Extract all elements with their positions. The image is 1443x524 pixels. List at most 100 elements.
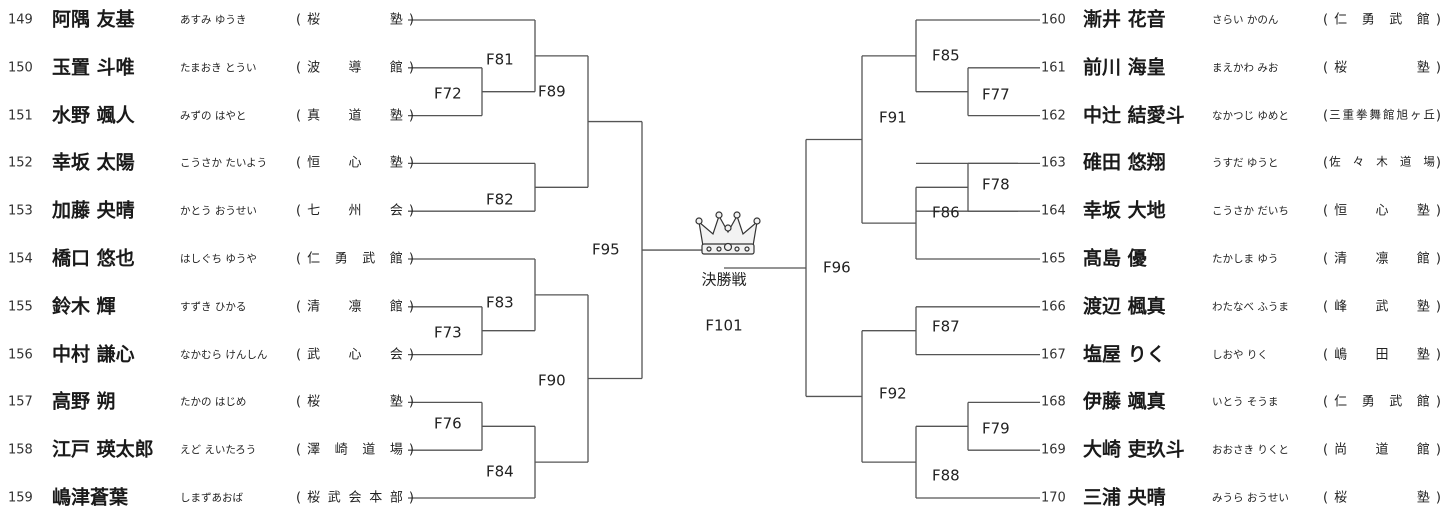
match-label: F83 bbox=[486, 293, 514, 312]
paren-close: ) bbox=[408, 203, 414, 219]
paren-open: ( bbox=[296, 299, 302, 315]
entry-number: 151 bbox=[8, 108, 33, 124]
entry-number: 153 bbox=[8, 203, 33, 219]
player-name: 伊藤 颯真 bbox=[1083, 390, 1166, 413]
club-name: (嶋 田 塾) bbox=[1323, 348, 1441, 361]
player-name: 中辻 結愛斗 bbox=[1083, 104, 1185, 127]
paren-open: ( bbox=[1323, 203, 1329, 219]
paren-open: ( bbox=[1323, 442, 1329, 458]
entry-number: 169 bbox=[1041, 442, 1066, 458]
player-kana: こうさか だいち bbox=[1212, 204, 1289, 217]
club-name: (仁 勇 武 館) bbox=[1323, 396, 1441, 409]
entry-number: 163 bbox=[1041, 155, 1066, 171]
paren-close: ) bbox=[408, 155, 414, 171]
paren-open: ( bbox=[296, 60, 302, 76]
paren-close: ) bbox=[1435, 60, 1441, 76]
match-label: F86 bbox=[932, 203, 960, 222]
club-text: 波 導 館 bbox=[307, 60, 403, 76]
player-kana: たまおき とうい bbox=[180, 61, 257, 74]
match-label: F79 bbox=[982, 419, 1010, 438]
match-label: F89 bbox=[538, 82, 566, 101]
club-name: (桜 塾) bbox=[1323, 492, 1441, 505]
player-name: 鈴木 輝 bbox=[52, 295, 116, 318]
player-kana: まえかわ みお bbox=[1212, 61, 1279, 74]
paren-close: ) bbox=[1435, 394, 1441, 410]
player-name: 髙島 優 bbox=[1083, 247, 1147, 270]
player-name: 前川 海皇 bbox=[1083, 56, 1166, 79]
club-text: 尚 道 館 bbox=[1334, 442, 1430, 458]
club-text: 佐 々 木 道 場 bbox=[1329, 154, 1435, 169]
player-name: 三浦 央晴 bbox=[1083, 486, 1166, 509]
match-label: F96 bbox=[823, 258, 851, 277]
player-name: 加藤 央晴 bbox=[52, 199, 135, 222]
paren-open: ( bbox=[296, 108, 302, 124]
player-name: 渡辺 楓真 bbox=[1083, 295, 1166, 318]
entry-number: 149 bbox=[8, 12, 33, 28]
entry-number: 164 bbox=[1041, 203, 1066, 219]
club-name: (三重拳舞館旭ヶ丘) bbox=[1323, 108, 1441, 124]
paren-open: ( bbox=[1323, 490, 1329, 506]
paren-close: ) bbox=[1435, 203, 1441, 219]
entry-number: 165 bbox=[1041, 251, 1066, 267]
paren-close: ) bbox=[408, 108, 414, 124]
match-label: F91 bbox=[879, 108, 907, 126]
paren-close: ) bbox=[408, 60, 414, 76]
paren-close: ) bbox=[1435, 442, 1441, 458]
paren-open: ( bbox=[1323, 299, 1329, 315]
club-name: ( 波 導 館) bbox=[296, 61, 414, 74]
match-label: F76 bbox=[434, 414, 462, 433]
paren-open: ( bbox=[296, 12, 302, 28]
club-name: (仁 勇 武 館) bbox=[1323, 14, 1441, 27]
paren-open: ( bbox=[1323, 155, 1329, 171]
entry-number: 155 bbox=[8, 299, 33, 315]
paren-close: ) bbox=[408, 347, 414, 363]
player-name: 阿隅 友基 bbox=[52, 8, 135, 31]
entry-number: 167 bbox=[1041, 347, 1066, 363]
club-name: (峰 武 塾) bbox=[1323, 300, 1441, 313]
club-text: 恒 心 塾 bbox=[307, 155, 403, 171]
paren-open: ( bbox=[1323, 60, 1329, 76]
club-name: (佐 々 木 道 場) bbox=[1323, 154, 1441, 171]
player-kana: わたなべ ふうま bbox=[1212, 300, 1289, 313]
club-text: 武 心 会 bbox=[307, 347, 403, 363]
club-text: 仁 勇 武 館 bbox=[1334, 394, 1430, 410]
paren-open: ( bbox=[296, 347, 302, 363]
player-kana: しおや りく bbox=[1212, 348, 1268, 361]
entry-number: 162 bbox=[1041, 108, 1066, 124]
club-text: 仁 勇 武 館 bbox=[1334, 12, 1430, 28]
player-kana: えど えいたろう bbox=[180, 443, 257, 456]
club-name: (澤 崎 道 場) bbox=[296, 444, 414, 457]
player-kana: しまずあおば bbox=[180, 491, 243, 504]
crown-icon bbox=[695, 211, 761, 255]
paren-open: ( bbox=[296, 394, 302, 410]
match-label: F90 bbox=[538, 371, 566, 389]
paren-open: ( bbox=[1323, 347, 1329, 363]
paren-open: ( bbox=[296, 490, 302, 506]
club-name: (恒 心 塾) bbox=[296, 157, 414, 170]
club-name: (清 凛 館) bbox=[296, 300, 414, 313]
paren-close: ) bbox=[408, 394, 414, 410]
match-label: F81 bbox=[486, 50, 514, 69]
player-kana: おおさき りくと bbox=[1212, 443, 1289, 456]
club-name: (恒 心 塾) bbox=[1323, 205, 1441, 218]
player-name: 水野 颯人 bbox=[52, 104, 135, 127]
player-name: 幸坂 太陽 bbox=[52, 151, 135, 174]
entry-number: 157 bbox=[8, 394, 33, 410]
player-kana: はしぐち ゆうや bbox=[180, 252, 257, 265]
player-name: 江戸 瑛太郎 bbox=[52, 438, 154, 461]
club-text: 澤 崎 道 場 bbox=[307, 442, 403, 458]
player-name: 嶋津蒼葉 bbox=[52, 486, 129, 509]
match-label: F77 bbox=[982, 85, 1010, 104]
match-label: F87 bbox=[932, 317, 960, 336]
club-text: 桜武会本部 bbox=[307, 490, 403, 506]
club-text: 清 凛 館 bbox=[1334, 251, 1430, 267]
paren-open: ( bbox=[296, 203, 302, 219]
paren-close: ) bbox=[1435, 108, 1441, 124]
player-name: 塩屋 りく bbox=[1083, 343, 1166, 366]
player-name: 中村 謙心 bbox=[52, 343, 135, 366]
club-name: ( 尚 道 館) bbox=[1323, 444, 1441, 457]
player-name: 碓田 悠翔 bbox=[1083, 151, 1166, 174]
club-text: 清 凛 館 bbox=[307, 299, 403, 315]
paren-close: ) bbox=[1435, 251, 1441, 267]
